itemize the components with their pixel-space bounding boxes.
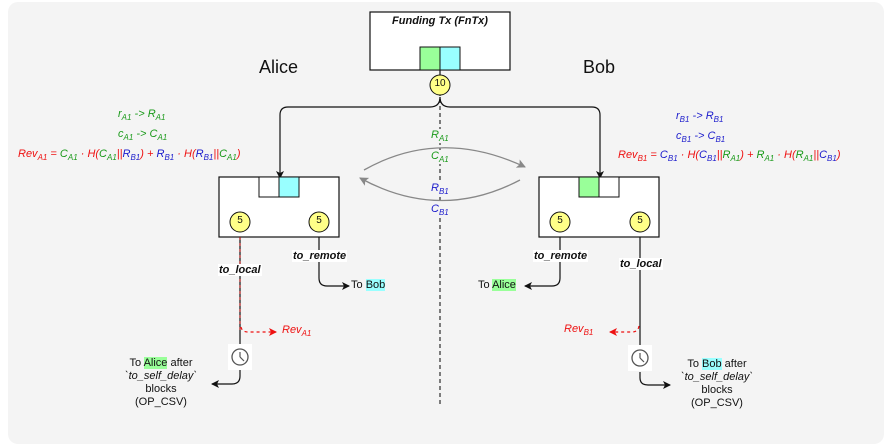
bob-to-remote-circle [549, 211, 571, 233]
funding-amount-circle [429, 74, 451, 96]
alice-name: Alice [259, 57, 299, 77]
funding-to-bob-line [439, 96, 604, 179]
funding-to-alice-line [276, 96, 441, 179]
bob-revocation-label: RevB1 [564, 323, 594, 337]
funding-output-alice [419, 46, 441, 71]
alice-key-derivation-c: cA1 -> CA1 [118, 128, 168, 142]
funding-amount: 10 [434, 78, 446, 89]
alice-to-local-amount: 5 [237, 215, 243, 226]
alice-revocation-formula: RevA1 = CA1 · H(CA1||RB1) + RB1 · H(RB1|… [18, 148, 241, 162]
funding-output-bob [439, 46, 461, 71]
alice-to-local-label: to_local [218, 264, 262, 276]
alice-to-remote-line [318, 237, 350, 290]
bob-key-derivation-c: cB1 -> CB1 [676, 130, 726, 144]
bob-to-local-label: to_local [619, 258, 663, 270]
bob-delay-destination: To Bob after `to_self_delay` blocks (OP_… [680, 358, 754, 409]
clock-icon [628, 345, 652, 371]
exchange-label-C-B1: CB1 [431, 203, 449, 217]
bob-to-local-amount: 5 [637, 215, 643, 226]
alice-to-remote-amount: 5 [316, 215, 322, 226]
bob-to-remote-label: to_remote [533, 250, 589, 262]
alice-revocation-label: RevA1 [282, 324, 312, 338]
clock-icon [228, 344, 252, 370]
diagram-lines [211, 11, 671, 407]
alice-to-remote-label: to_remote [292, 250, 348, 262]
funding-tx-title: Funding Tx (FnTx) [392, 15, 488, 27]
bob-revocation-arrow [609, 325, 640, 336]
alice-key-derivation-r: rA1 -> RA1 [118, 108, 166, 122]
bob-to-remote-destination: To Alice [478, 279, 516, 291]
exchange-arrow-bob-to-alice [359, 177, 521, 202]
bob-key-derivation-r: rB1 -> RB1 [676, 110, 724, 124]
alice-to-remote-circle [308, 211, 330, 233]
bob-to-remote-line [524, 237, 561, 290]
diagram-canvas: Funding Tx (FnTx) 10 Alice Bob rA1 -> RA… [8, 2, 884, 444]
alice-delay-arrow [211, 370, 241, 388]
bob-name: Bob [583, 57, 616, 77]
exchange-label-R-B1: RB1 [431, 182, 449, 196]
exchange-label-R-A1: RA1 [431, 129, 449, 143]
alice-revocation-arrow [240, 326, 277, 336]
bob-to-local-circle [629, 211, 651, 233]
bob-delay-arrow [639, 372, 671, 389]
exchange-arrow-alice-to-bob [363, 147, 526, 171]
bob-revocation-formula: RevB1 = CB1 · H(CB1||RA1) + RA1 · H(RA1|… [618, 149, 841, 163]
bob-to-remote-amount: 5 [557, 215, 563, 226]
exchange-label-C-A1: CA1 [431, 150, 449, 164]
alice-to-local-circle [229, 211, 251, 233]
alice-delay-destination: To Alice after `to_self_delay` blocks (O… [124, 357, 198, 408]
alice-to-remote-destination: To Bob [351, 279, 386, 291]
